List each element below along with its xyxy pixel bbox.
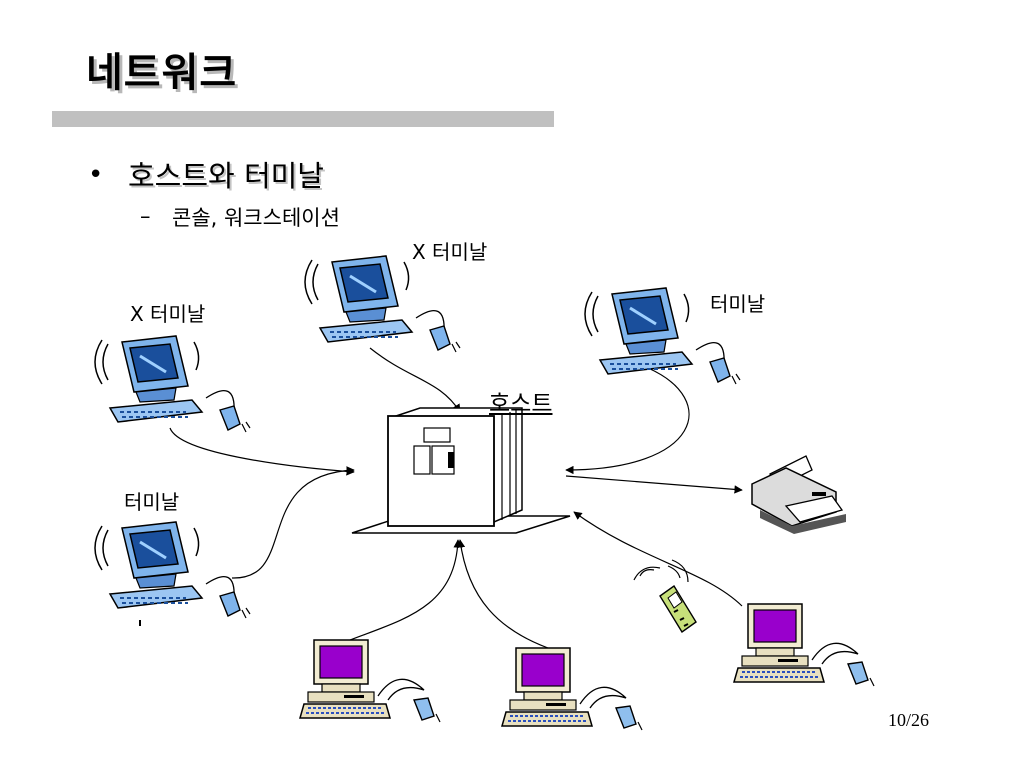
sub-bullet-text: 콘솔, 워크스테이션 [172,206,340,230]
title-underline-bar [52,111,554,127]
page-number: 10/26 [888,710,930,730]
connection-lines [169,347,743,649]
terminal-icon [93,520,252,620]
label-x-terminal-left: X 터미날 [130,302,206,326]
label-terminal-left: 터미날 [124,490,180,514]
sub-bullet-marker: – [140,204,151,228]
host-server-icon [351,407,571,534]
pc-icon [501,647,643,731]
page-title: 네트워크 [86,50,238,96]
pc-icon [733,603,875,687]
bullet-text: 호스트와 터미날 [128,159,324,193]
x-terminal-icon [93,334,252,434]
bullet-marker: • [88,160,104,190]
label-host: 호스트 [489,391,553,417]
pc-icon [299,639,441,723]
x-terminal-icon [303,254,462,354]
label-terminal-right: 터미날 [710,292,766,316]
printer-icon [751,455,846,534]
phone-icon [633,559,697,634]
label-x-terminal-top: X 터미날 [412,240,488,264]
